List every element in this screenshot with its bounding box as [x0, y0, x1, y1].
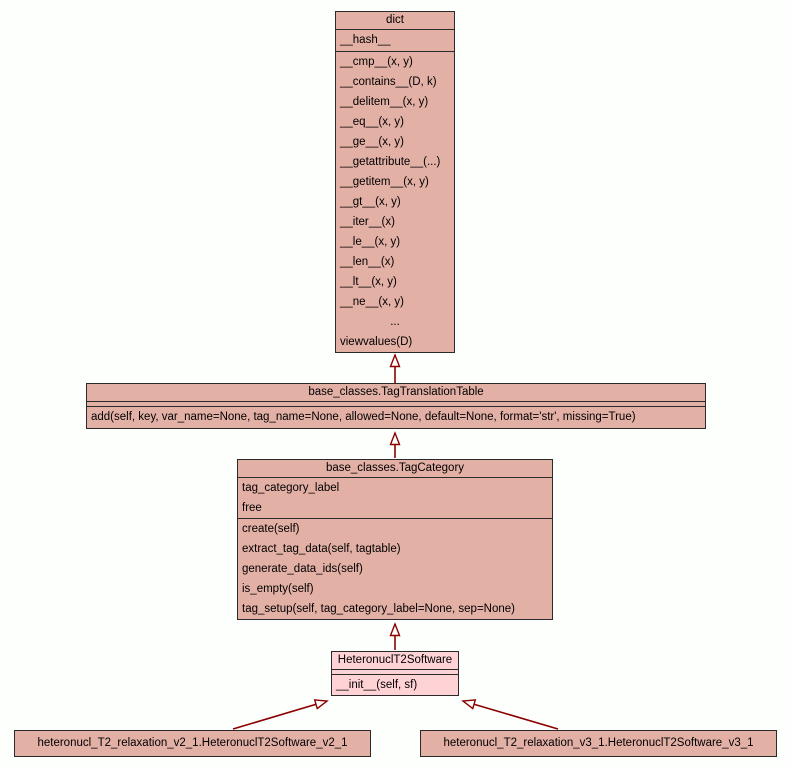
method-row: add(self, key, var_name=None, tag_name=N… [91, 411, 636, 423]
methods-section: add(self, key, var_name=None, tag_name=N… [87, 406, 705, 428]
attributes-section: __hash__ [336, 29, 454, 51]
method-row: __len__(x) [340, 256, 395, 268]
method-row: __cmp__(x, y) [340, 56, 413, 68]
class-node-dict[interactable]: dict __hash__ __cmp__(x, y) __contains__… [335, 11, 455, 353]
edge-v2-to-software [232, 699, 329, 730]
ellipsis-row: ... [390, 316, 400, 328]
method-row: __lt__(x, y) [340, 276, 397, 288]
attributes-section: tag_category_label free [238, 477, 552, 518]
method-row: generate_data_ids(self) [242, 563, 363, 575]
class-node-tagcategory[interactable]: base_classes.TagCategory tag_category_la… [237, 459, 553, 620]
method-row: __ne__(x, y) [340, 296, 404, 308]
class-title[interactable]: HeteronuclT2Software [337, 654, 453, 666]
class-title[interactable]: heteronucl_T2_relaxation_v2_1.Heteronucl… [37, 737, 348, 749]
methods-section: create(self) extract_tag_data(self, tagt… [238, 518, 552, 619]
attributes-section [332, 669, 458, 674]
method-row: __delitem__(x, y) [340, 96, 429, 108]
class-title[interactable]: base_classes.TagCategory [325, 462, 465, 474]
methods-section: __init__(self, sf) [332, 674, 458, 695]
method-row: __getattribute__(...) [340, 156, 441, 168]
class-node-heteronuclt2software-v3-1[interactable]: heteronucl_T2_relaxation_v3_1.Heteronucl… [420, 730, 777, 757]
edge-v3-to-software [461, 699, 559, 730]
method-row: create(self) [242, 523, 300, 535]
method-row: __le__(x, y) [340, 236, 401, 248]
attribute-row: __hash__ [340, 34, 391, 46]
method-row: viewvalues(D) [340, 336, 413, 348]
class-node-heteronuclt2software[interactable]: HeteronuclT2Software __init__(self, sf) [331, 651, 459, 696]
class-node-tagtranslationtable[interactable]: base_classes.TagTranslationTable add(sel… [86, 383, 706, 429]
attribute-row: tag_category_label [242, 482, 340, 494]
method-row: is_empty(self) [242, 583, 314, 595]
attributes-section [87, 401, 705, 406]
class-title[interactable]: heteronucl_T2_relaxation_v3_1.Heteronucl… [443, 737, 754, 749]
method-row: __init__(self, sf) [336, 679, 418, 691]
class-node-heteronuclt2software-v2-1[interactable]: heteronucl_T2_relaxation_v2_1.Heteronucl… [14, 730, 371, 757]
class-title[interactable]: dict [386, 14, 404, 26]
class-title[interactable]: base_classes.TagTranslationTable [308, 386, 484, 398]
method-row: __eq__(x, y) [340, 116, 404, 128]
method-row: __contains__(D, k) [340, 76, 437, 88]
method-row: extract_tag_data(self, tagtable) [242, 543, 401, 555]
attribute-row: free [242, 502, 262, 514]
method-row: __ge__(x, y) [340, 136, 404, 148]
method-row: tag_setup(self, tag_category_label=None,… [242, 603, 515, 615]
method-row: __iter__(x) [340, 216, 395, 228]
methods-section: __cmp__(x, y) __contains__(D, k) __delit… [336, 51, 454, 352]
method-row: __gt__(x, y) [340, 196, 401, 208]
method-row: __getitem__(x, y) [340, 176, 429, 188]
